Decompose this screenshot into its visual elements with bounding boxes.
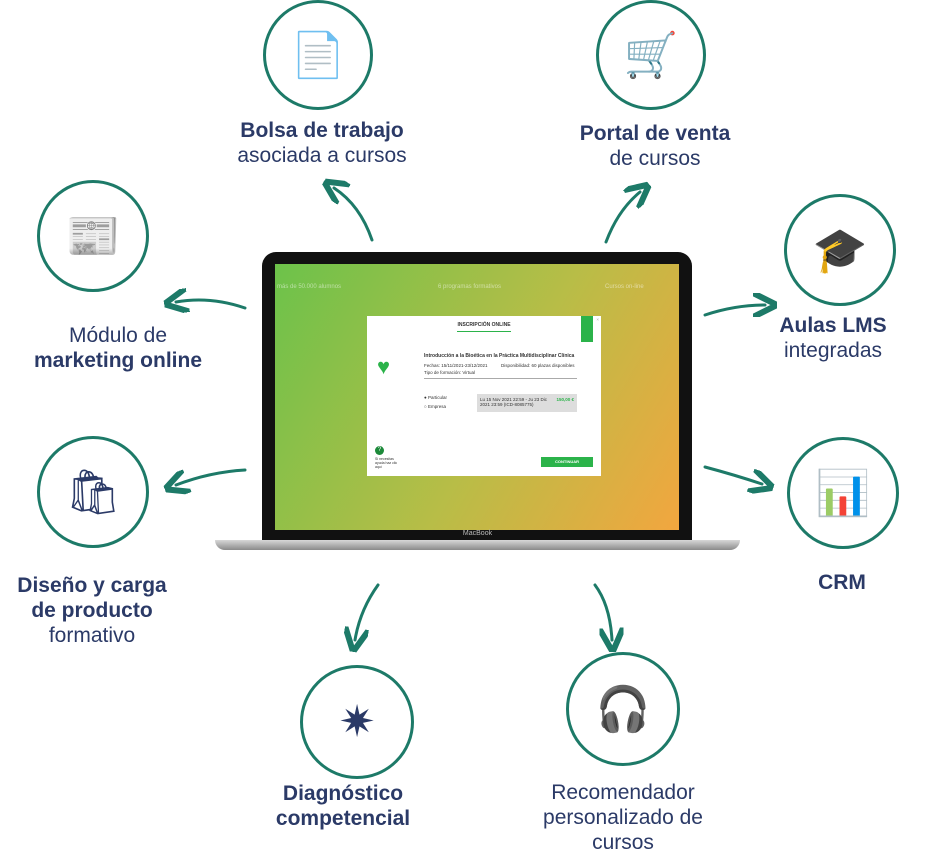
diagnostic-circle: ✷: [300, 665, 414, 779]
bookmark-ribbon: [581, 316, 593, 342]
crm-table-icon: 📊: [815, 469, 871, 518]
stat-programs: 6 programas formativos: [438, 284, 502, 290]
availability: Disponibilidad: 60 plazas disponibles: [501, 363, 575, 368]
course-store-grid-icon: 🛒: [623, 31, 679, 80]
marketing-newsletter-icon: 📰: [65, 212, 121, 261]
laptop-screen: más de 50.000 alumnos 6 programas format…: [275, 264, 679, 530]
crm-circle: 📊: [787, 437, 899, 549]
heart-logo-icon: ♥: [377, 354, 391, 379]
radar-chart-icon: ✷: [338, 697, 376, 747]
price-box: Lu 15 Nov 2021 22:59 - Ju 23 Dic 2021 23…: [477, 394, 577, 412]
radio-particular[interactable]: ● Particular: [424, 395, 447, 400]
lms-circle: 🎓: [784, 194, 896, 306]
job-board-circle: 📄: [263, 0, 373, 110]
product-design-circle: 🛍: [37, 436, 149, 548]
product-design-shop-icon: 🛍: [65, 468, 121, 517]
radio-empresa[interactable]: ○ Empresa: [424, 404, 446, 409]
help-icon[interactable]: ?: [375, 446, 384, 455]
price: 150,00 €: [556, 397, 574, 402]
recommender-circle: 🎧: [566, 652, 680, 766]
diagnostic-label: Diagnóstico competencial: [275, 782, 411, 830]
course-store-circle: 🛒: [596, 0, 706, 110]
help-text[interactable]: Si necesitas ayuda haz clic aquí: [375, 457, 398, 469]
course-dates: Fechas: 15/11/2021-23/12/2021: [424, 363, 488, 368]
laptop-brand: MacBook: [462, 530, 493, 537]
close-icon[interactable]: ×: [596, 317, 599, 322]
course-title: Introducción a la Bioética en la Práctic…: [424, 353, 575, 359]
recommender-label: Recomendador personalizado de cursos: [543, 781, 703, 854]
marketing-circle: 📰: [37, 180, 149, 292]
stat-online: Cursos on-line: [605, 284, 644, 290]
lms-graduation-monitor-icon: 🎓: [812, 226, 868, 275]
modal-title: INSCRIPCIÓN ONLINE: [457, 322, 511, 328]
recommender-agent-icon: 🎧: [595, 685, 651, 734]
job-board-document-icon: 📄: [290, 31, 346, 80]
crm-label: CRM: [818, 571, 866, 594]
laptop: más de 50.000 alumnos 6 programas format…: [262, 252, 692, 542]
continue-button[interactable]: CONTINUAR: [541, 457, 593, 467]
laptop-base: MacBook: [215, 530, 740, 550]
enrollment-modal: INSCRIPCIÓN ONLINE × ♥ Introducción a la…: [367, 316, 601, 476]
training-type: Tipo de formación: Virtual: [424, 370, 476, 375]
stat-students: más de 50.000 alumnos: [277, 284, 342, 290]
